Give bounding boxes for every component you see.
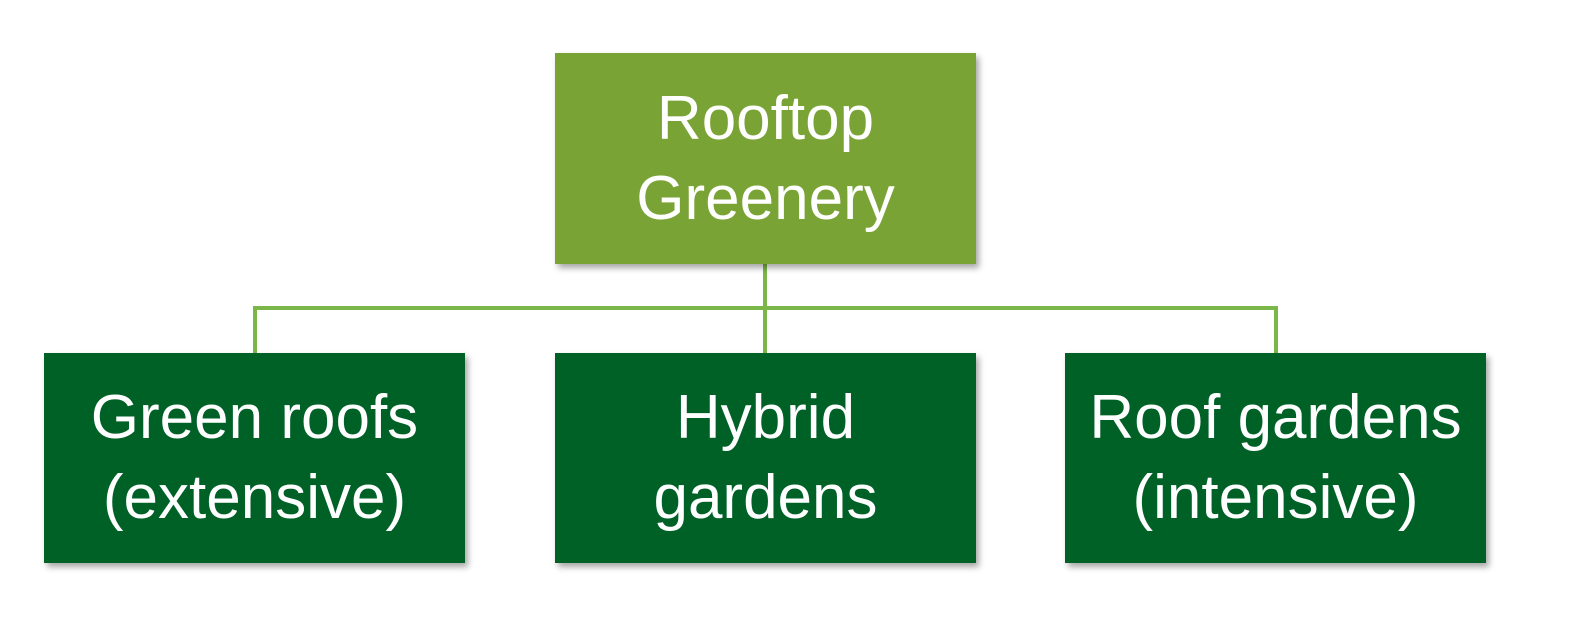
- child-node-3-line-1: Roof gardens: [1089, 383, 1462, 452]
- root-node-line-1: Rooftop: [656, 83, 875, 153]
- child-node-3-line-2: (intensive): [1132, 463, 1419, 532]
- child-node-2-line-1: Hybrid: [675, 383, 856, 452]
- child-node-green-roofs: Green roofs (extensive): [44, 353, 465, 563]
- root-node-rooftop-greenery: Rooftop Greenery: [555, 53, 976, 264]
- child-node-1-line-1: Green roofs: [90, 383, 419, 452]
- root-node-line-2: Greenery: [636, 163, 895, 233]
- child-node-2-line-2: gardens: [653, 463, 878, 532]
- child-node-1-line-2: (extensive): [102, 463, 407, 532]
- child-node-roof-gardens: Roof gardens (intensive): [1065, 353, 1486, 563]
- child-node-hybrid-gardens: Hybrid gardens: [555, 353, 976, 563]
